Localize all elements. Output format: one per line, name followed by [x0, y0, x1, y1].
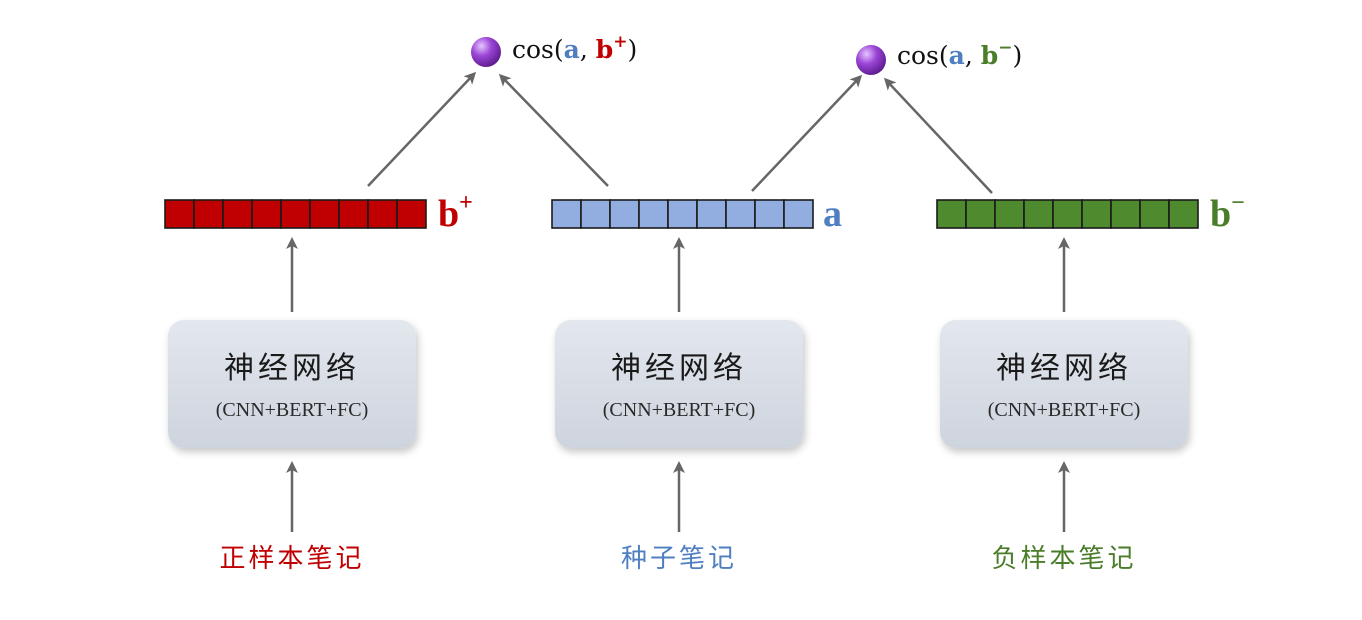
arrow-a-to-cos-negative — [751, 74, 863, 192]
vector-cell — [551, 199, 582, 229]
vector-cell — [280, 199, 311, 229]
negative-note-label: 负样本笔记 — [991, 544, 1136, 574]
nn-title: 神经网络 — [996, 351, 1132, 386]
arrow-bminus-to-cos — [883, 77, 993, 194]
vector-label-seed: a — [823, 193, 842, 235]
vector-cell — [609, 199, 640, 229]
similarity-node-positive: cos(a, b+) — [471, 32, 637, 67]
vector-cell — [1052, 199, 1083, 229]
vector-cell — [338, 199, 369, 229]
vector-positive — [164, 199, 427, 229]
vector-cell — [222, 199, 253, 229]
vector-cell — [696, 199, 727, 229]
nn-subtitle: (CNN+BERT+FC) — [603, 399, 755, 421]
nn-box-bg — [168, 320, 416, 448]
vector-cell — [396, 199, 427, 229]
vector-cell — [367, 199, 398, 229]
vector-seed — [551, 199, 814, 229]
vector-cell — [667, 199, 698, 229]
vector-cell — [1110, 199, 1141, 229]
vector-cell — [754, 199, 785, 229]
similarity-node-negative: cos(a, b−) — [856, 38, 1022, 75]
nn-title: 神经网络 — [224, 351, 360, 386]
node-circle — [856, 45, 886, 75]
vector-cell — [309, 199, 340, 229]
nn-box-bg — [555, 320, 803, 448]
vector-cell — [994, 199, 1025, 229]
vector-cell — [1023, 199, 1054, 229]
vector-label-negative: b− — [1210, 190, 1245, 235]
vector-cell — [193, 199, 224, 229]
neural-network-box-positive: 神经网络 (CNN+BERT+FC) — [168, 320, 416, 448]
vector-cell — [1168, 199, 1199, 229]
vector-cell — [965, 199, 996, 229]
vector-cell — [1081, 199, 1112, 229]
vector-negative — [936, 199, 1199, 229]
nn-box-bg — [940, 320, 1188, 448]
neural-network-box-seed: 神经网络 (CNN+BERT+FC) — [555, 320, 803, 448]
nn-title: 神经网络 — [611, 351, 747, 386]
column-seed: 种子笔记 神经网络 (CNN+BERT+FC) a — [551, 193, 842, 574]
vector-cell — [580, 199, 611, 229]
vector-cell — [725, 199, 756, 229]
vector-label-positive: b+ — [438, 190, 473, 235]
vector-cell — [1139, 199, 1170, 229]
arrow-a-to-cos-positive — [498, 73, 609, 187]
seed-note-label: 种子笔记 — [621, 544, 737, 574]
nn-subtitle: (CNN+BERT+FC) — [988, 399, 1140, 421]
neural-network-box-negative: 神经网络 (CNN+BERT+FC) — [940, 320, 1188, 448]
vector-cell — [638, 199, 669, 229]
cos-label-positive: cos(a, b+) — [512, 32, 637, 64]
positive-note-label: 正样本笔记 — [219, 544, 364, 574]
node-circle — [471, 37, 501, 67]
arrow-bplus-to-cos — [367, 71, 477, 187]
column-positive: 正样本笔记 神经网络 (CNN+BERT+FC) b+ — [164, 190, 473, 574]
cos-label-negative: cos(a, b−) — [897, 38, 1022, 70]
vector-cell — [783, 199, 814, 229]
vector-cell — [164, 199, 195, 229]
vector-cell — [936, 199, 967, 229]
column-negative: 负样本笔记 神经网络 (CNN+BERT+FC) b− — [936, 190, 1245, 574]
vector-cell — [251, 199, 282, 229]
nn-subtitle: (CNN+BERT+FC) — [216, 399, 368, 421]
